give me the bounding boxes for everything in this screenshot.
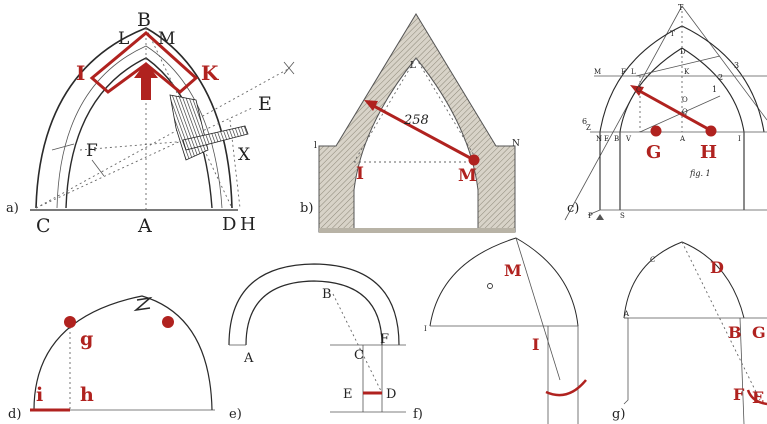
point-label-A: A	[137, 215, 152, 237]
point-label-2: 2	[718, 73, 723, 82]
panel-e: A B C F E D e)	[228, 263, 406, 422]
point-label-Z: Z	[586, 124, 591, 132]
panel-b: 258 I M L l N b)	[300, 13, 520, 233]
panel-c: T T D K M F L C O Q Z N E B V A I S P 1 …	[564, 3, 767, 221]
point-label-D: D	[222, 214, 236, 235]
point-label-F: F	[733, 385, 745, 404]
point-label-C: C	[650, 256, 655, 264]
point-label-E: E	[752, 388, 764, 407]
point-label-N: N	[512, 139, 520, 149]
caption-c: c)	[567, 201, 579, 216]
point-label-F: F	[621, 68, 626, 76]
point-label-F: F	[380, 332, 389, 347]
panel-a: L B M I K E F X C A D H a)	[6, 9, 295, 237]
point-label-l: I	[424, 325, 427, 333]
point-label-l: l	[314, 141, 317, 151]
point-label-I: I	[532, 335, 539, 354]
point-label-M: M	[504, 261, 522, 280]
point-label-D: D	[386, 387, 396, 402]
caption-e: e)	[229, 407, 242, 422]
point-label-1: 1	[712, 85, 717, 94]
point-label-E: E	[604, 135, 609, 143]
point-label-K: K	[684, 68, 690, 76]
point-label-G: G	[752, 323, 766, 342]
point-label-C: C	[354, 348, 364, 363]
point-label-L: L	[631, 68, 636, 76]
point-label-X: X	[238, 145, 251, 165]
point-label-B: B	[728, 323, 742, 342]
point-label-A: A	[243, 351, 254, 366]
point-label-D: D	[680, 48, 686, 56]
point-label-B: B	[614, 135, 619, 143]
point-label-G: G	[646, 142, 661, 163]
point-label-C: C	[636, 86, 641, 94]
point-label-H: H	[240, 214, 256, 235]
point-label-K: K	[201, 61, 219, 85]
caption-g: g)	[612, 407, 625, 422]
caption-b: b)	[300, 201, 313, 216]
point-label-g: g	[80, 328, 93, 350]
panel-f: M I I f)	[413, 237, 587, 424]
measure-label: 258	[403, 113, 429, 128]
point-label-S: S	[620, 212, 625, 220]
point-label-N: N	[596, 135, 602, 143]
point-label-C: C	[36, 215, 51, 237]
point-label-O: O	[682, 96, 688, 104]
point-label-A: A	[679, 135, 686, 143]
point-label-3: 3	[734, 61, 739, 70]
caption-d: d)	[8, 407, 21, 422]
point-label-M: M	[594, 68, 601, 76]
point-label-B: B	[322, 287, 332, 302]
point-label-F: F	[86, 141, 98, 161]
point-label-B: B	[137, 9, 151, 31]
point-label-A: A	[623, 310, 630, 318]
point-label-L: L	[410, 61, 416, 71]
point-label-M: M	[158, 29, 175, 49]
caption-a: a)	[6, 201, 19, 216]
point-label-E: E	[343, 387, 353, 402]
point-label-I: I	[76, 61, 85, 85]
panel-g: D B G F E A C g)	[612, 241, 767, 424]
caption-f: f)	[413, 407, 423, 422]
point-label-I: I	[738, 135, 741, 143]
point-label-L: L	[118, 29, 129, 49]
point-label-T-top: T	[678, 3, 684, 12]
point-label-D: D	[710, 258, 724, 277]
point-label-E: E	[258, 93, 272, 115]
point-label-H: H	[700, 142, 717, 163]
point-label-M: M	[458, 166, 477, 186]
point-label-h: h	[80, 384, 94, 406]
point-label-Q: Q	[682, 108, 688, 116]
point-label-I: I	[356, 164, 364, 184]
point-label-i: i	[36, 384, 43, 406]
point-label-6: 6	[582, 117, 587, 126]
point-label-P: P	[588, 212, 593, 220]
fig-label: fig. 1	[689, 169, 711, 178]
point-label-T: T	[670, 30, 675, 38]
point-label-V: V	[625, 135, 632, 143]
panel-d: g h i d)	[8, 295, 215, 422]
